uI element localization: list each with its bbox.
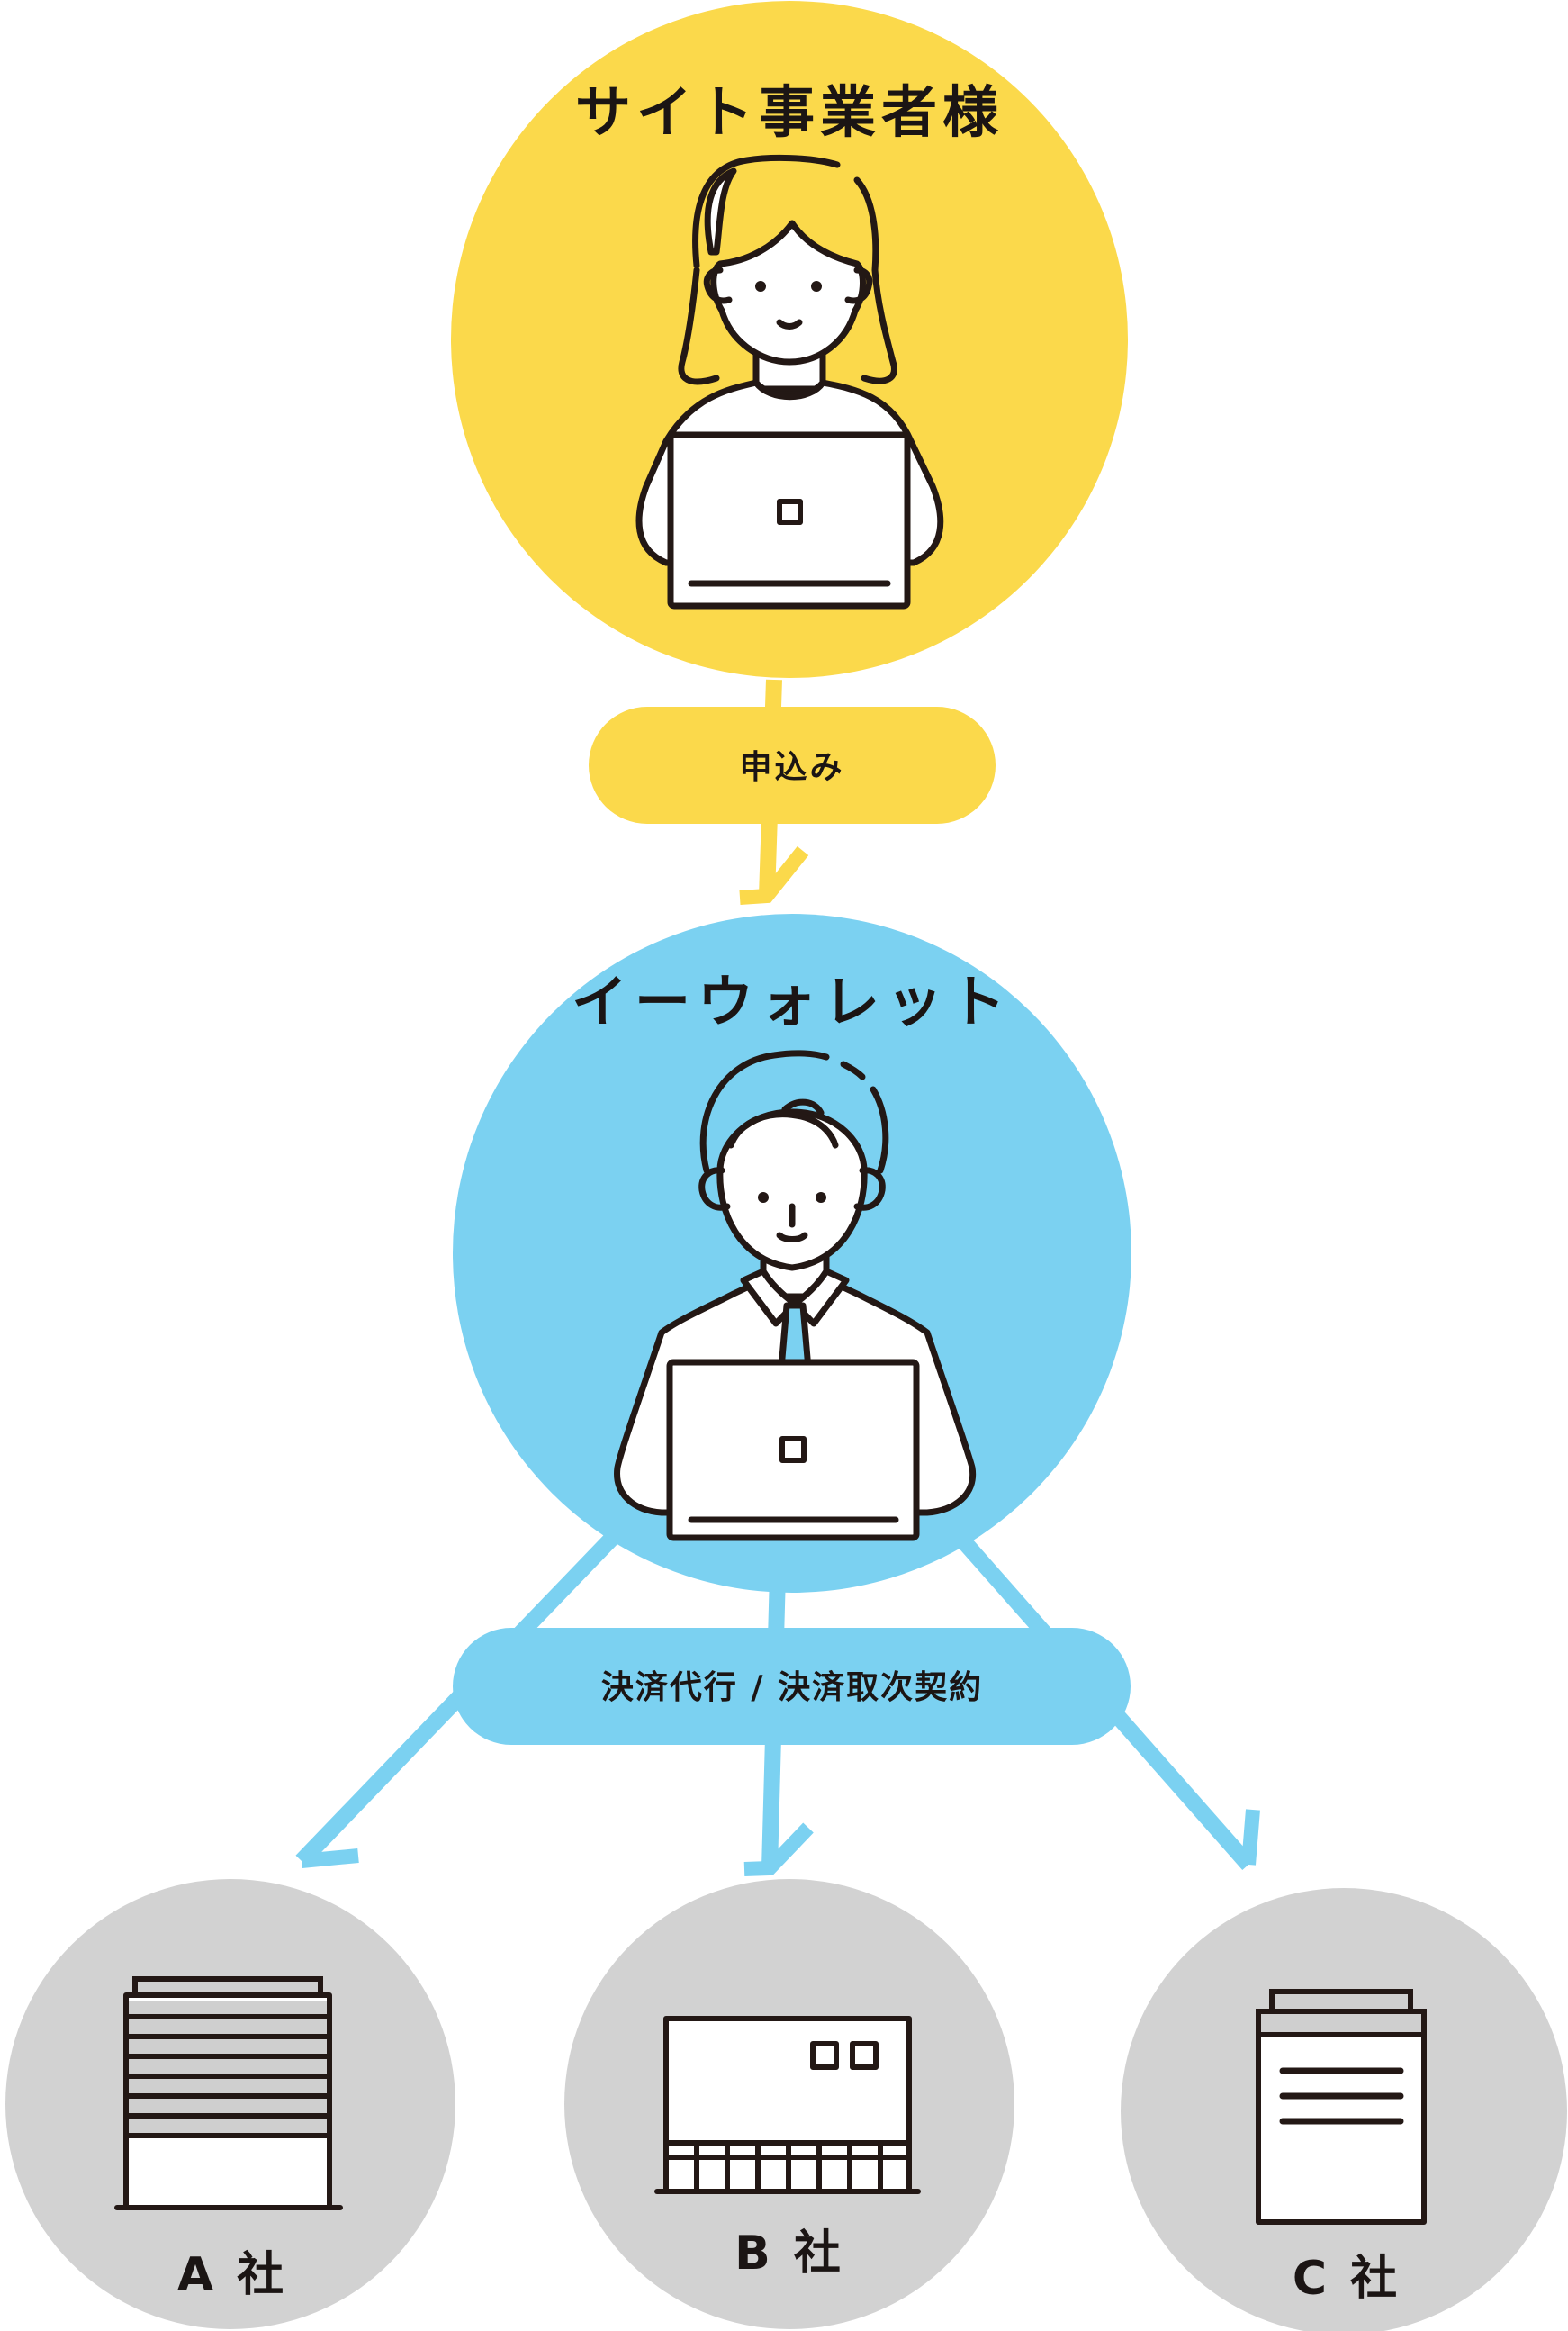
e-wallet-label: イーウォレット	[572, 969, 1013, 1034]
contract-pill	[453, 1628, 1131, 1745]
company-b-node: B 社	[564, 1879, 1014, 2329]
company-c-node: C 社	[1121, 1888, 1567, 2331]
man-laptop-icon	[614, 1050, 977, 1541]
company-b-label: B 社	[734, 2227, 844, 2281]
site-operator-label: サイト事業者様	[575, 79, 1004, 145]
apply-label: 申込み	[739, 749, 844, 786]
shop-building-icon	[654, 2016, 921, 2194]
apply-edge-label: 申込み	[589, 707, 996, 824]
company-a-node: A 社	[5, 1879, 455, 2329]
apply-pill	[589, 707, 996, 824]
site-operator-node: サイト事業者様	[451, 1, 1128, 678]
company-a-label: A 社	[177, 2248, 287, 2302]
e-wallet-node: イーウォレット	[453, 914, 1131, 1593]
company-c-label: C 社	[1293, 2252, 1401, 2306]
contract-edge-label: 決済代行 / 決済取次契約	[453, 1628, 1131, 1745]
contract-label: 決済代行 / 決済取次契約	[601, 1669, 983, 1706]
tower-building-icon	[1256, 1989, 1427, 2225]
woman-laptop-icon	[635, 154, 944, 610]
office-building-icon	[114, 1976, 343, 2210]
